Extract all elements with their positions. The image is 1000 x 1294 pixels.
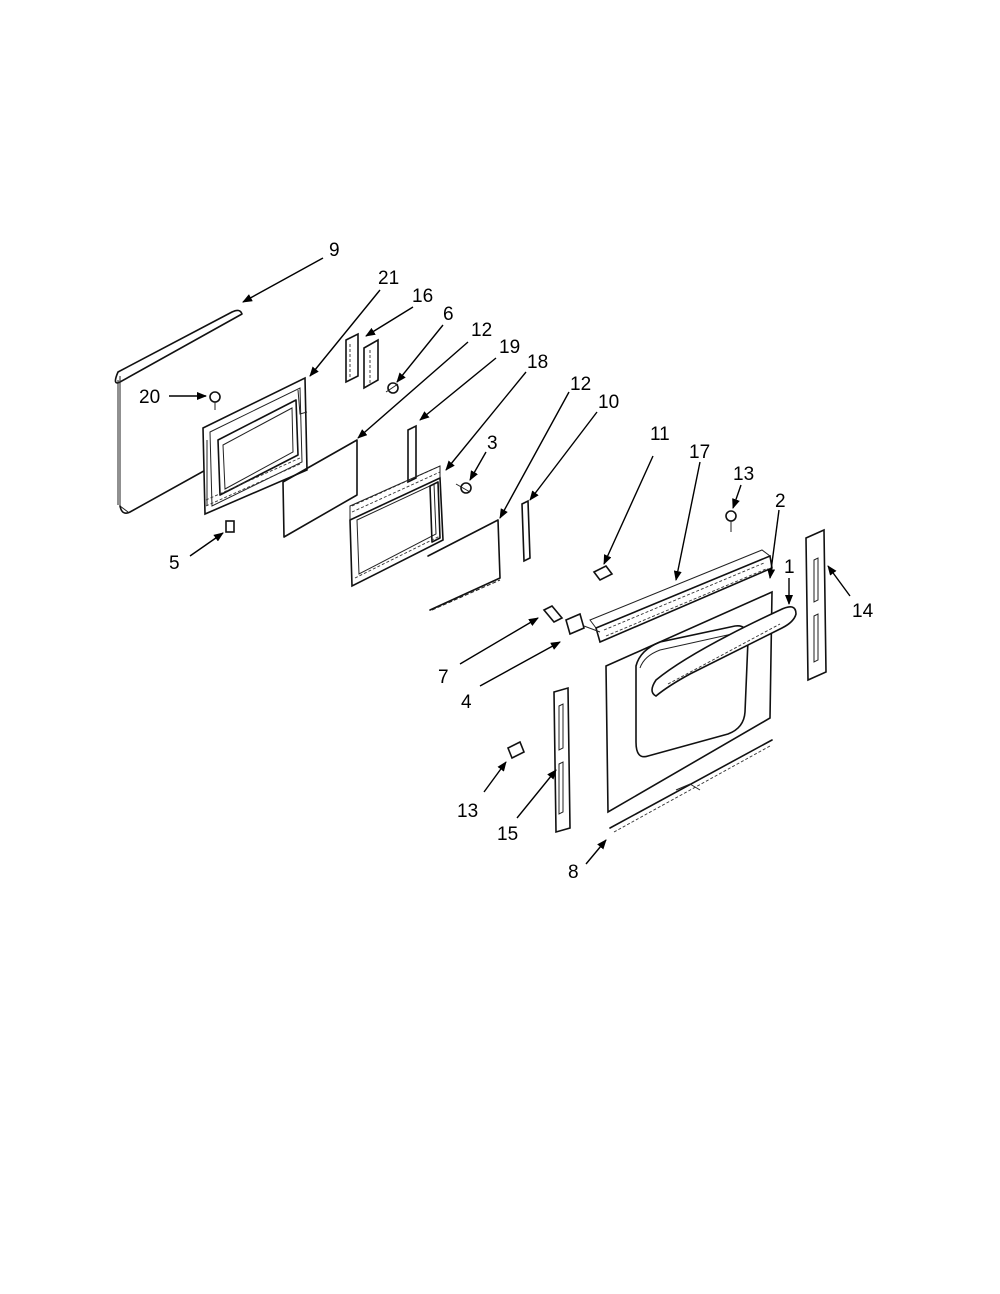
callout-20: 20 (139, 387, 160, 408)
part-1-handle (651, 606, 797, 697)
callout-13-upper: 13 (733, 464, 754, 485)
callout-17: 17 (689, 442, 710, 463)
part-10-seal-strip (521, 499, 531, 563)
callout-6: 6 (443, 304, 454, 325)
part-6-screw (385, 382, 399, 394)
leader-lines (169, 257, 851, 865)
part-13-screw-lower (506, 740, 526, 760)
callout-3: 3 (487, 433, 498, 454)
part-7-screw (542, 605, 564, 623)
callout-12-lower: 12 (570, 374, 591, 395)
callout-5: 5 (169, 553, 180, 574)
part-16-hinge-bracket (345, 332, 379, 390)
callout-11: 11 (650, 424, 670, 445)
callout-15: 15 (497, 824, 518, 845)
callout-4: 4 (461, 692, 472, 713)
part-13-screw-upper (725, 510, 737, 532)
callout-9: 9 (329, 240, 340, 261)
part-4-hinge-pin (565, 612, 601, 636)
callout-21: 21 (378, 268, 399, 289)
part-15-side-trim-left (553, 686, 571, 834)
callout-12-upper: 12 (471, 320, 492, 341)
part-8-bottom-strip (609, 739, 773, 833)
callout-18: 18 (527, 352, 548, 373)
part-5-clip (225, 520, 235, 533)
callout-13-lower: 13 (457, 801, 478, 822)
callout-labels: 9 21 16 6 12 19 18 12 10 20 3 5 11 17 13… (139, 240, 874, 883)
part-21-inner-panel (202, 376, 308, 516)
callout-19: 19 (499, 337, 520, 358)
part-11-vent-plug (592, 564, 614, 582)
callout-16: 16 (412, 286, 433, 307)
callout-10: 10 (598, 392, 619, 413)
callout-1: 1 (784, 557, 795, 578)
part-20-screw (209, 391, 221, 410)
part-18-window-frame (349, 465, 444, 588)
part-9-gasket (114, 309, 243, 514)
callout-7: 7 (438, 667, 449, 688)
part-12-glass-lower (427, 519, 501, 611)
callout-14: 14 (852, 601, 874, 622)
part-12-glass-upper (282, 439, 358, 538)
part-19-spacer (407, 424, 417, 484)
part-14-side-trim-right (805, 528, 827, 682)
callout-8: 8 (568, 862, 579, 883)
part-3-screw (455, 482, 472, 494)
callout-2: 2 (775, 491, 786, 512)
